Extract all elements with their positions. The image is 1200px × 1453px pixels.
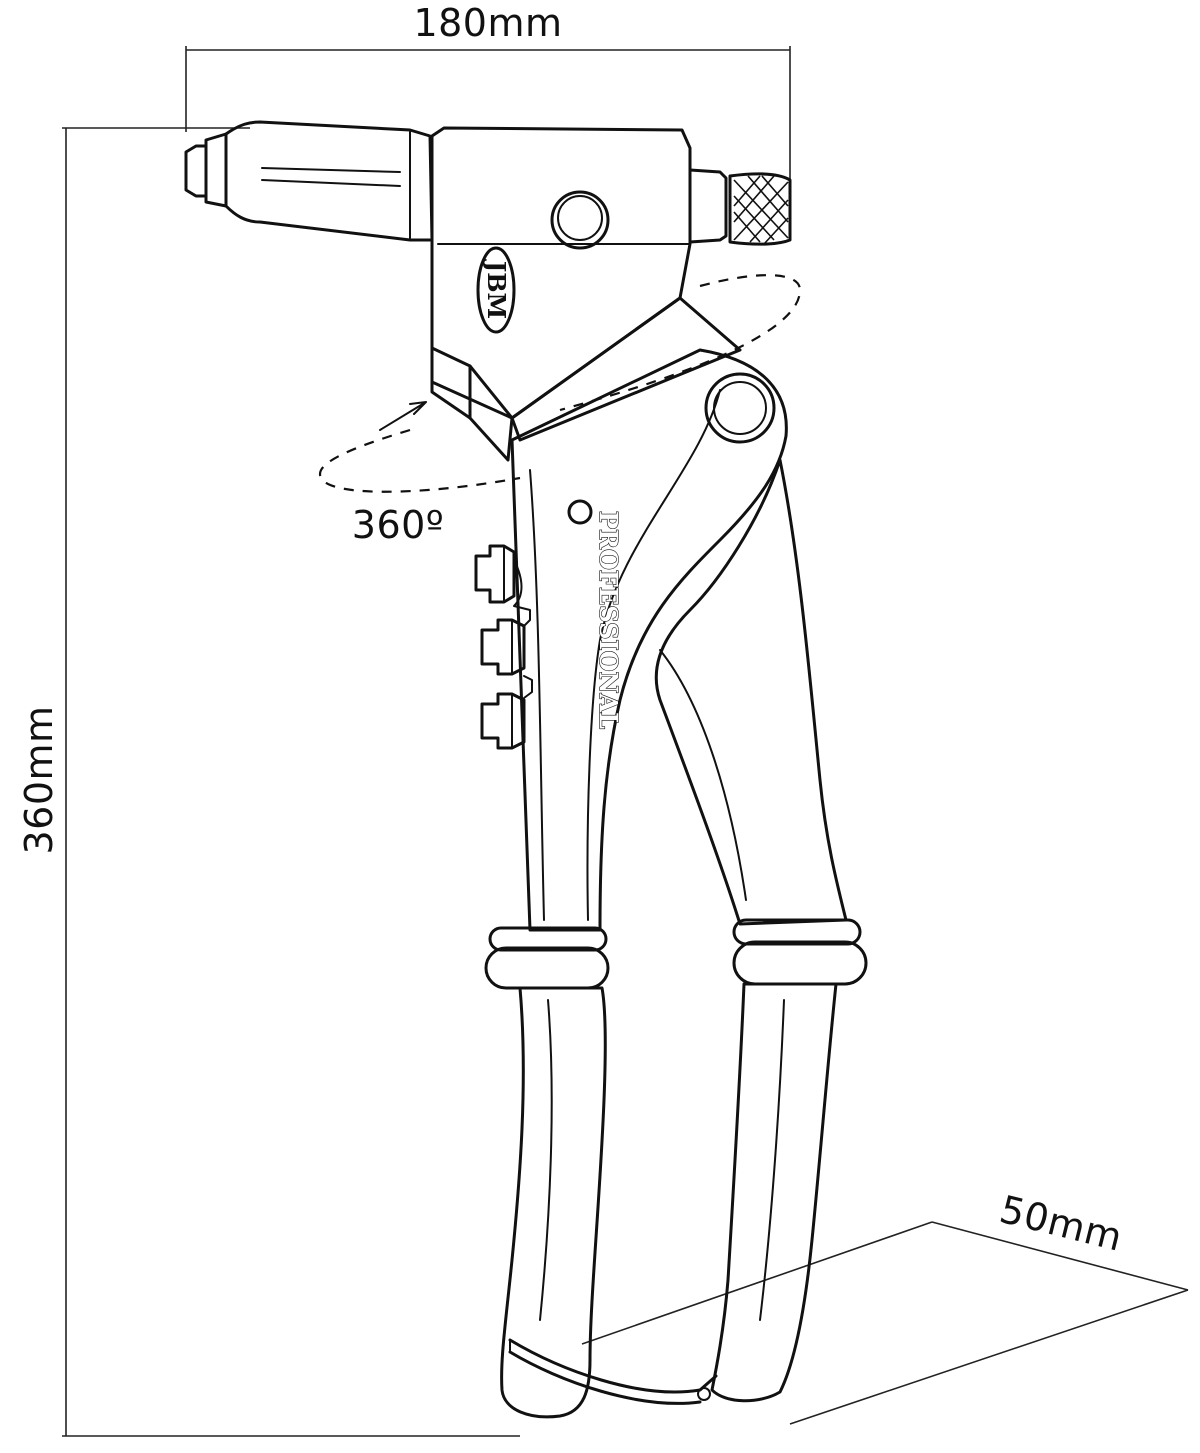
left-grip (500, 986, 607, 1419)
spring-wire (508, 1338, 718, 1394)
handle-small-screw (567, 499, 593, 525)
height-dimension: 360mm (17, 127, 520, 1437)
model-text: PROFESSIONAL (594, 511, 623, 729)
knurl-pattern (733, 175, 789, 245)
spare-nozzle-1 (474, 544, 516, 604)
depth-label: 50mm (995, 1187, 1126, 1260)
handle-pivot-bolt (704, 372, 776, 444)
width-label: 180mm (413, 1, 562, 45)
rotation-indicator: 360º (318, 274, 802, 547)
spare-nozzle-2 (480, 618, 526, 676)
rear-shaft (688, 168, 728, 244)
barrel (224, 120, 434, 242)
knurled-knob (728, 172, 792, 246)
right-grip (710, 982, 838, 1403)
right-grip-collar-top (732, 918, 862, 946)
grip-collars (484, 918, 868, 990)
nozzle-tip (184, 144, 208, 198)
left-grip-collar (484, 946, 610, 990)
right-grip-collar (732, 940, 868, 986)
rotation-label: 360º (352, 503, 444, 547)
lower-handle (654, 458, 848, 926)
spare-nozzle-3 (480, 692, 526, 750)
logo-text: JBM (482, 259, 511, 319)
logo-badge (476, 246, 516, 334)
spare-nozzles (474, 544, 533, 750)
upper-handle (510, 348, 788, 932)
height-label: 360mm (17, 705, 61, 854)
head-pivot-knob (550, 190, 610, 250)
depth-dimension: 50mm (581, 1187, 1189, 1425)
riveter-tool: JBM PROFESSIONAL (184, 120, 868, 1419)
rotation-arrow-icon (379, 401, 427, 431)
width-dimension: 180mm (185, 1, 791, 180)
spring-end-icon (697, 1387, 711, 1401)
left-grip-collar-top (488, 926, 608, 952)
